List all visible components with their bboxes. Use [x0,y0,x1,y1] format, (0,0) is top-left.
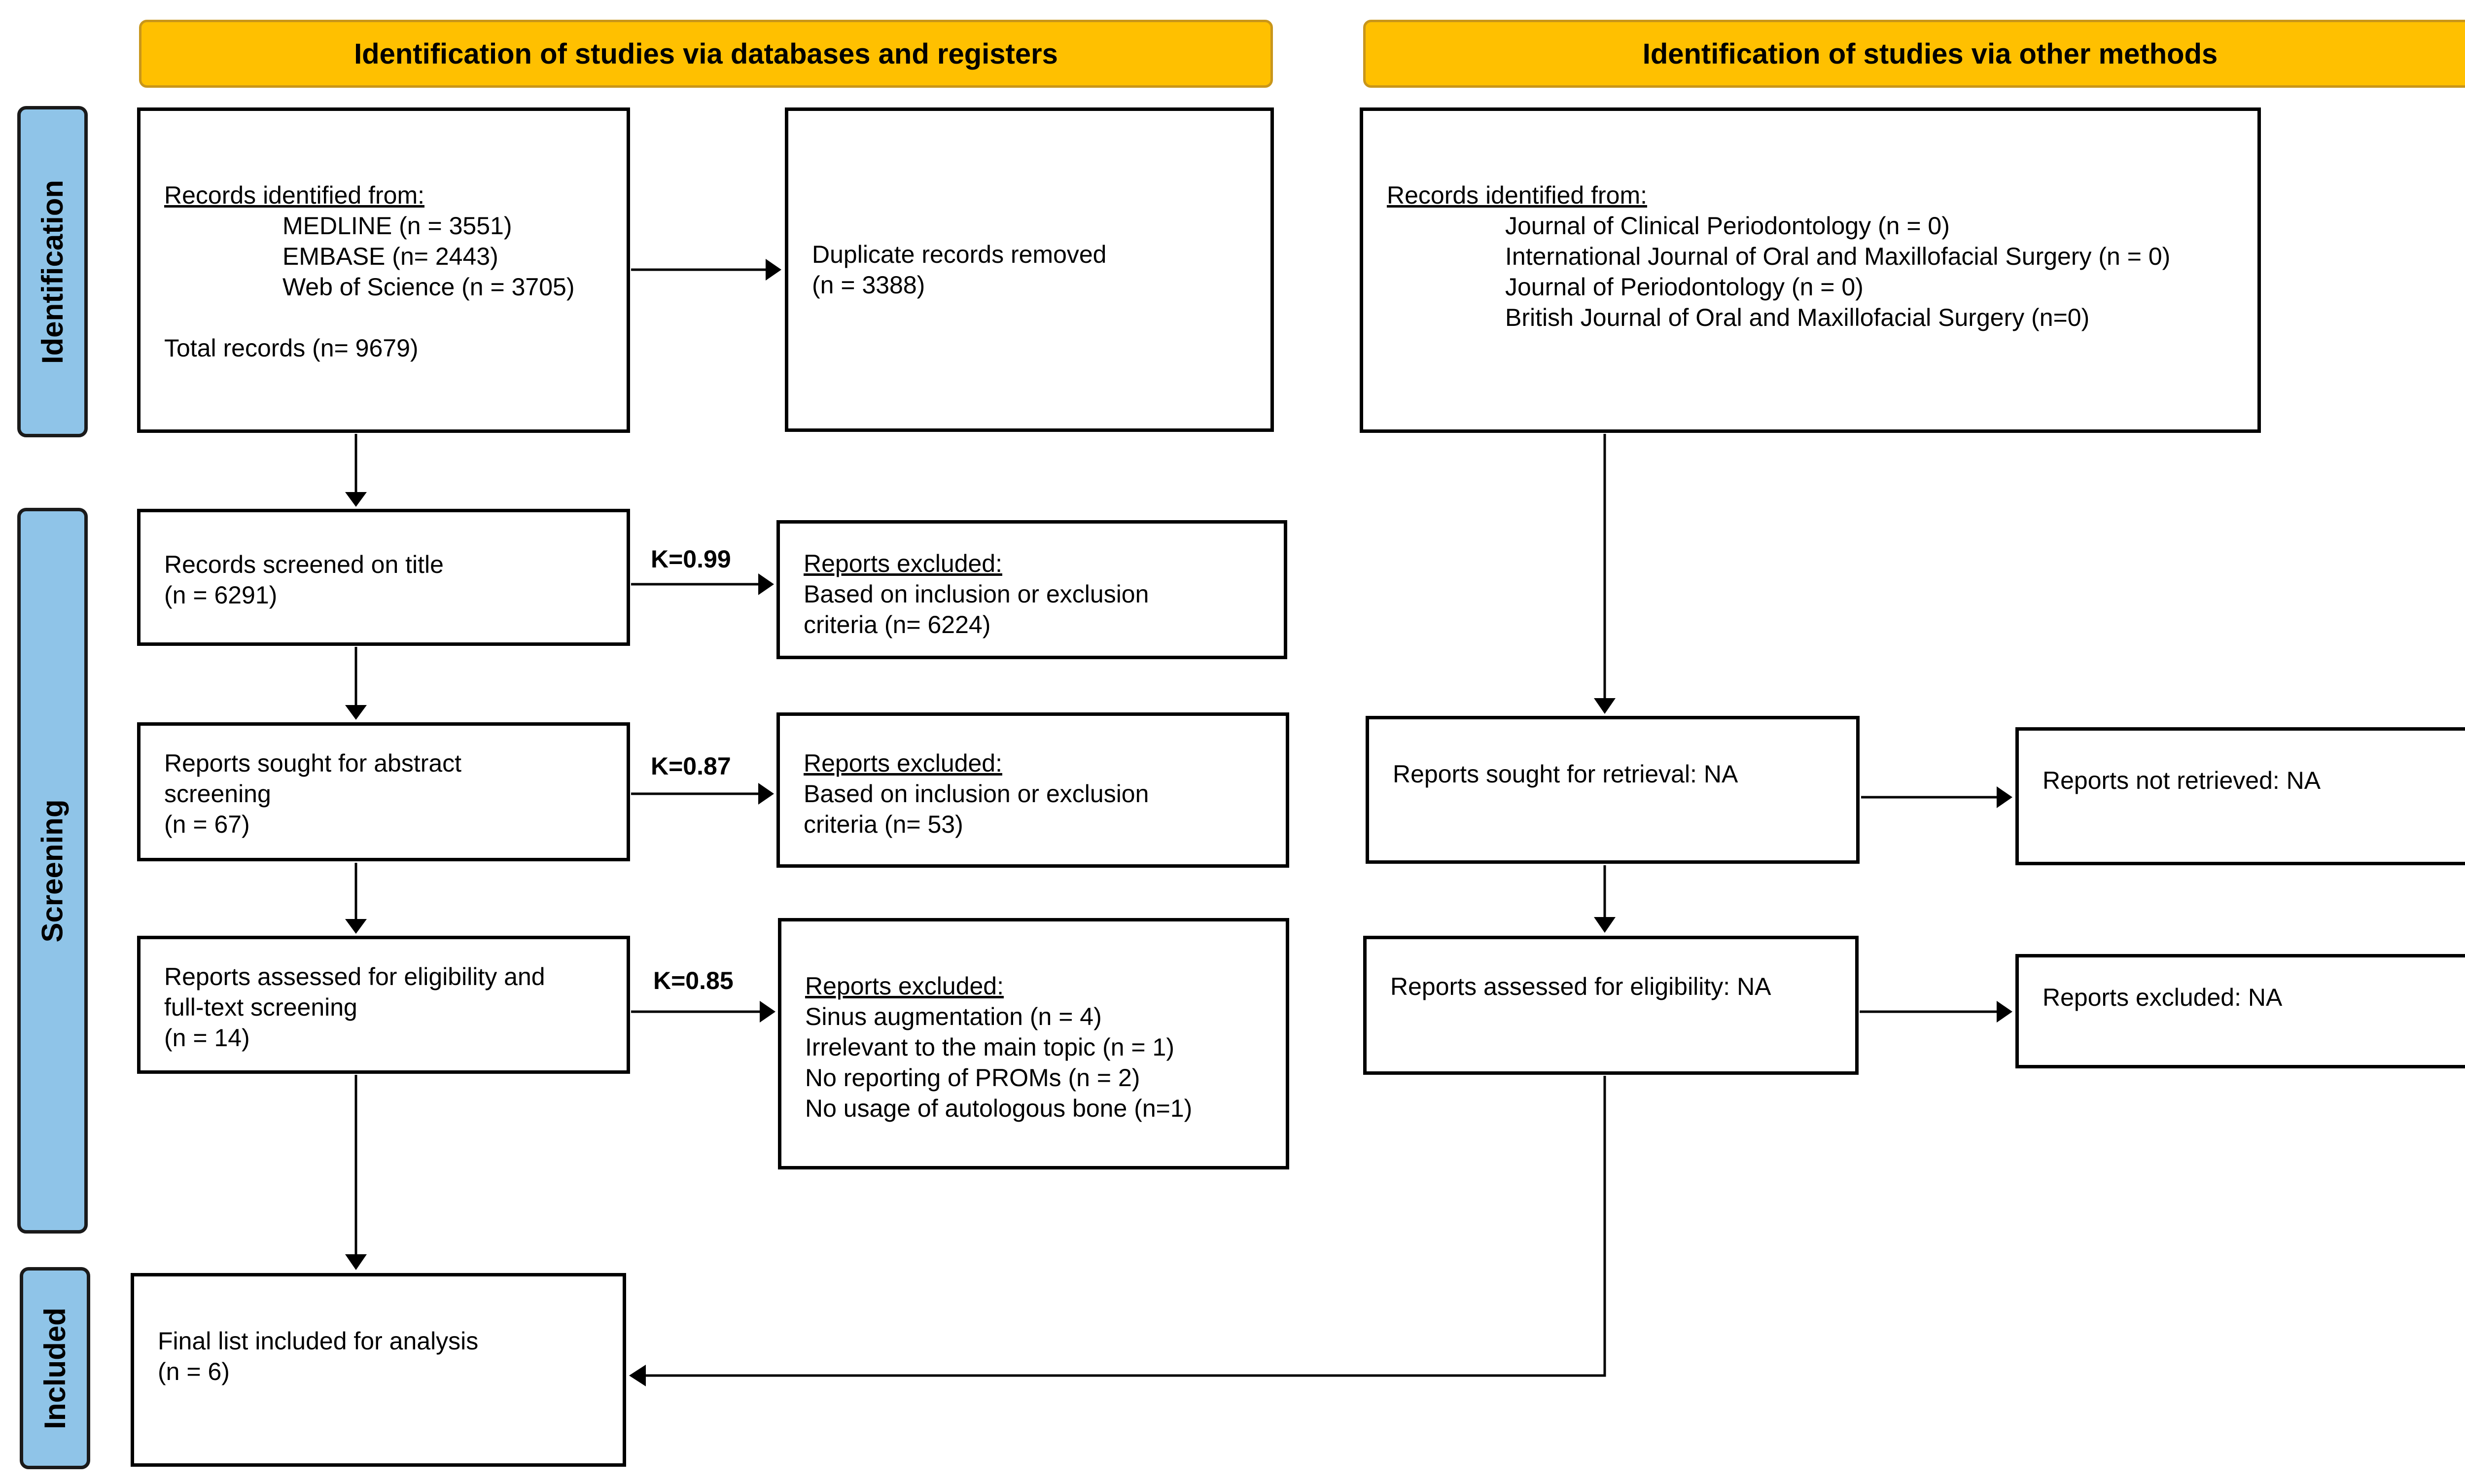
source-journal-clinical-periodontology: Journal of Clinical Periodontology (n = … [1505,212,1950,240]
kappa-fulltext: K=0.85 [653,967,734,994]
exclusion-reason: Irrelevant to the main topic (n = 1) [805,1033,1174,1061]
phase-identification-label: Identification [36,179,69,364]
source-medline: MEDLINE (n = 3551) [282,212,512,240]
excluded-abstract-line2: criteria (n= 53) [804,811,963,838]
included-label: Final list included for analysis [158,1327,479,1355]
duplicates-label: Duplicate records removed [812,241,1107,268]
not-retrieved-label: Reports not retrieved: NA [2042,767,2321,794]
fulltext-screening-line2: full-text screening [164,993,357,1021]
header-databases: Identification of studies via databases … [139,20,1273,88]
sought-retrieval-box: Reports sought for retrieval: NA [1366,716,1860,864]
abstract-screening-box: Reports sought for abstract screening (n… [137,722,630,861]
source-british-journal-oral-maxillofacial: British Journal of Oral and Maxillofacia… [1505,304,2090,331]
other-excluded-box: Reports excluded: NA [2015,954,2465,1068]
fulltext-screening-line1: Reports assessed for eligibility and [164,963,545,990]
excluded-fulltext-box: Reports excluded: Sinus augmentation (n … [778,918,1289,1169]
phase-screening: Screening [17,508,88,1234]
duplicates-count: (n = 3388) [812,271,925,299]
kappa-title: K=0.99 [651,545,731,573]
exclusion-reason: No reporting of PROMs (n = 2) [805,1064,1140,1092]
included-count: (n = 6) [158,1358,230,1385]
included-box: Final list included for analysis (n = 6) [131,1273,626,1467]
source-intl-journal-oral-maxillofacial: International Journal of Oral and Maxill… [1505,243,2171,270]
title-screening-label: Records screened on title [164,551,444,578]
title-screening-count: (n = 6291) [164,581,278,609]
assessed-eligibility-label: Reports assessed for eligibility: NA [1390,973,1771,1000]
records-identified-box: Records identified from: MEDLINE (n = 35… [137,107,630,433]
excluded-abstract-line1: Based on inclusion or exclusion [804,780,1149,808]
other-excluded-label: Reports excluded: NA [2042,984,2283,1011]
phase-identification: Identification [17,106,88,437]
other-records-box: Records identified from: Journal of Clin… [1360,107,2261,433]
records-identified-heading: Records identified from: [164,181,425,209]
exclusion-reason: Sinus augmentation (n = 4) [805,1003,1102,1030]
header-other-methods: Identification of studies via other meth… [1363,20,2465,88]
abstract-screening-line1: Reports sought for abstract [164,749,462,777]
title-screening-box: Records screened on title (n = 6291) [137,509,630,646]
excluded-fulltext-heading: Reports excluded: [805,972,1004,1000]
abstract-screening-count: (n = 67) [164,811,250,838]
duplicates-box: Duplicate records removed (n = 3388) [785,107,1274,432]
total-records: Total records (n= 9679) [164,334,419,362]
excluded-abstract-heading: Reports excluded: [804,749,1003,777]
assessed-eligibility-box: Reports assessed for eligibility: NA [1363,936,1859,1075]
phase-included-label: Included [38,1307,71,1429]
sought-retrieval-label: Reports sought for retrieval: NA [1393,760,1738,788]
phase-included: Included [20,1267,90,1469]
fulltext-screening-count: (n = 14) [164,1024,250,1052]
source-embase: EMBASE (n= 2443) [282,243,498,270]
excluded-title-box: Reports excluded: Based on inclusion or … [776,520,1287,659]
phase-screening-label: Screening [36,799,70,943]
source-journal-periodontology: Journal of Periodontology (n = 0) [1505,273,1864,301]
exclusion-reason: No usage of autologous bone (n=1) [805,1095,1193,1122]
not-retrieved-box: Reports not retrieved: NA [2015,727,2465,865]
fulltext-screening-box: Reports assessed for eligibility and ful… [137,936,630,1074]
kappa-abstract: K=0.87 [651,752,731,780]
source-web-of-science: Web of Science (n = 3705) [282,273,575,301]
excluded-title-heading: Reports excluded: [804,550,1003,577]
excluded-title-line2: criteria (n= 6224) [804,611,991,638]
excluded-title-line1: Based on inclusion or exclusion [804,580,1149,608]
other-records-heading: Records identified from: [1387,181,1648,209]
abstract-screening-line2: screening [164,780,271,808]
excluded-abstract-box: Reports excluded: Based on inclusion or … [776,712,1289,868]
